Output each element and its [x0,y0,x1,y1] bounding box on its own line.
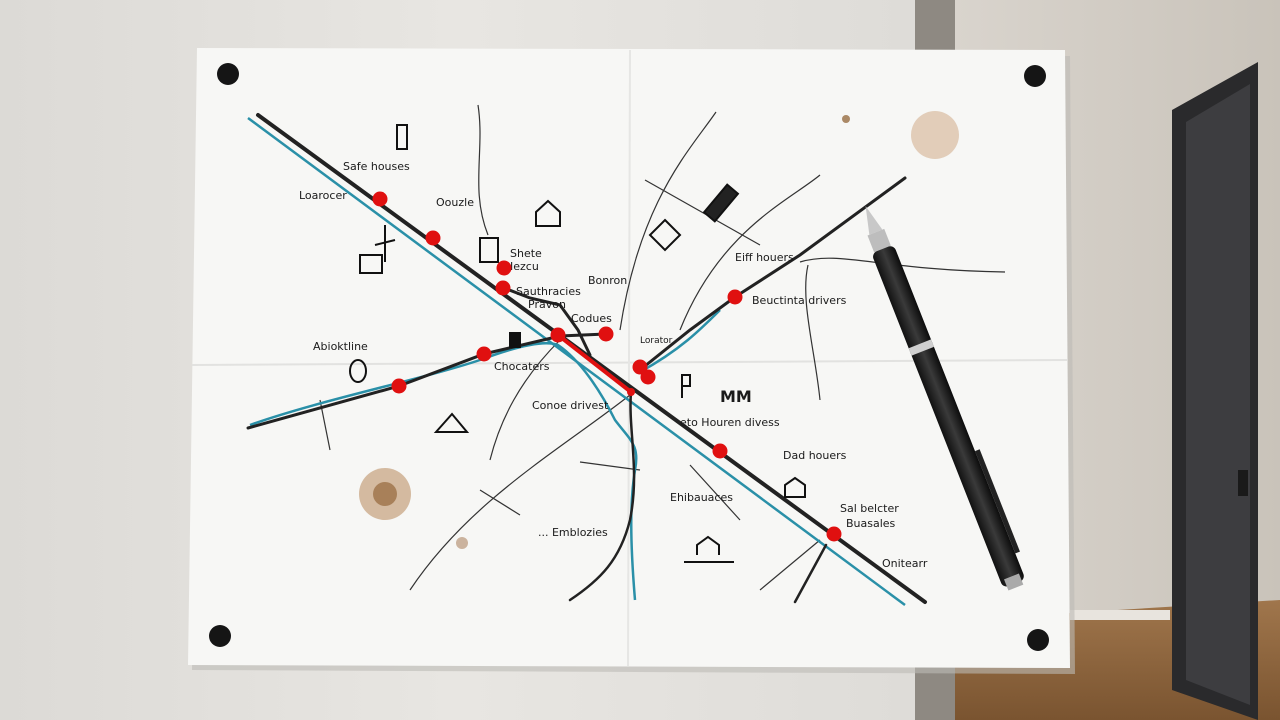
map-label: Sal belcter [840,502,899,515]
map-label: Sauthracies [516,285,581,298]
pen-ring [908,339,934,356]
map-label: Iezcu [510,260,539,273]
pen-grip [867,228,891,253]
coffee-stain [911,111,959,159]
tree-icon [374,225,396,262]
map-label: MM [720,387,752,406]
pushpin[interactable] [217,63,239,85]
door-handle[interactable] [1238,470,1248,496]
red-location-marker [391,378,407,394]
map-label: Buasales [846,517,896,530]
pen-clip [974,449,1020,554]
pen-body [873,246,1024,587]
coffee-stain [842,115,850,123]
red-location-marker [640,369,656,385]
map-labels: Safe houses Loarocer Oouzle Shete Iezcu … [299,160,928,570]
map-label: Ehibauaces [670,491,733,504]
building-icon [479,237,499,263]
red-location-marker [598,326,614,342]
pushpins [209,63,1049,651]
map-label: Chocaters [494,360,550,373]
map-label: Conoe drivest [532,399,609,412]
pushpin[interactable] [1027,629,1049,651]
baseboard [1070,610,1170,620]
red-location-marker [826,526,842,542]
red-location-marker [372,191,388,207]
map-label: ... Emblozies [538,526,608,539]
map-markers [372,191,842,542]
red-location-marker [496,260,512,276]
red-location-marker [425,230,441,246]
map-label: Eiff houers [735,251,794,264]
red-location-marker [550,327,566,343]
pushpin[interactable] [209,625,231,647]
map-label: Loarocer [299,189,347,202]
lock-icon [509,332,521,348]
coffee-stain [373,482,397,506]
school-icon [684,535,734,563]
pen-end [1004,573,1024,591]
sign-icon [359,254,383,274]
house-icon [535,199,561,227]
building-icon [396,124,408,150]
map-label: Shete [510,247,542,260]
map-label: Onitearr [882,557,928,570]
paper-fold [627,49,631,667]
red-location-marker [495,280,511,296]
church-icon [784,476,806,498]
map-icons [349,124,806,563]
map-label: Pravon [528,298,566,311]
map-label: Bonron [588,274,627,287]
tent-icon [433,412,470,433]
pushpin[interactable] [1024,65,1046,87]
globe-icon [349,359,367,383]
map-label: Abioktline [313,340,368,353]
red-location-marker [632,359,648,375]
red-location-marker [476,346,492,362]
highlighted-route [556,333,633,394]
minor-roads [319,104,1006,591]
red-location-marker [727,289,743,305]
door [1186,84,1250,705]
traffic-light-icon [702,183,740,223]
map-label: Beuctinta drivers [752,294,847,307]
map-label: Safe houses [343,160,410,173]
red-location-marker [627,388,635,396]
parking-icon [681,374,691,398]
pen[interactable] [854,200,1031,592]
map-label: Oouzle [436,196,474,209]
red-location-marker [712,443,728,459]
map-label: Codues [571,312,612,325]
map-label: Lorator [640,336,673,346]
pen-tip [865,206,883,235]
coffee-stain [456,537,468,549]
diamond-sign-icon [648,218,682,252]
map-label: eto Houren divess [680,416,780,429]
map-label: Dad houers [783,449,847,462]
